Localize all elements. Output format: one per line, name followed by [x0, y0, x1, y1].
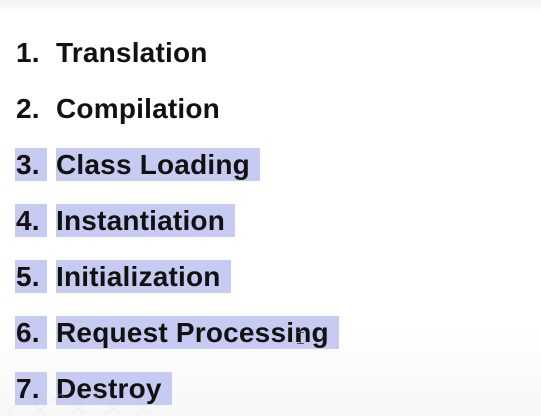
list-item-label: Request Processing: [56, 315, 339, 349]
list-item-number: 3.: [15, 147, 47, 181]
list-item-number: 4.: [15, 203, 47, 237]
list-item[interactable]: 7. Destroy: [15, 360, 535, 416]
list-item[interactable]: 3. Class Loading: [15, 136, 535, 192]
list-item[interactable]: 1. Translation: [15, 24, 535, 80]
numbered-list: 1. Translation 2. Compilation 3. Class Load…: [15, 24, 535, 416]
list-item[interactable]: 4. Instantiation: [15, 192, 535, 248]
list-item[interactable]: 5. Initialization: [15, 248, 535, 304]
list-item[interactable]: 2. Compilation: [15, 80, 535, 136]
list-item-label: Class Loading: [56, 147, 260, 181]
background-keyboard-decoration: [4, 393, 151, 415]
list-item-label: Destroy: [56, 371, 172, 405]
list-item-label: Compilation: [56, 92, 220, 124]
list-item-number: 2.: [16, 92, 40, 124]
list-item-number: 7.: [15, 371, 47, 405]
list-item-number: 6.: [15, 315, 47, 349]
text-cursor-icon: [297, 332, 304, 344]
list-item[interactable]: 6. Request Processing: [15, 304, 535, 360]
list-item-number: 1.: [16, 36, 40, 68]
list-item-label: Initialization: [56, 259, 231, 293]
list-item-label: Instantiation: [56, 203, 236, 237]
list-item-label: Translation: [56, 36, 208, 68]
list-item-number: 5.: [15, 259, 47, 293]
